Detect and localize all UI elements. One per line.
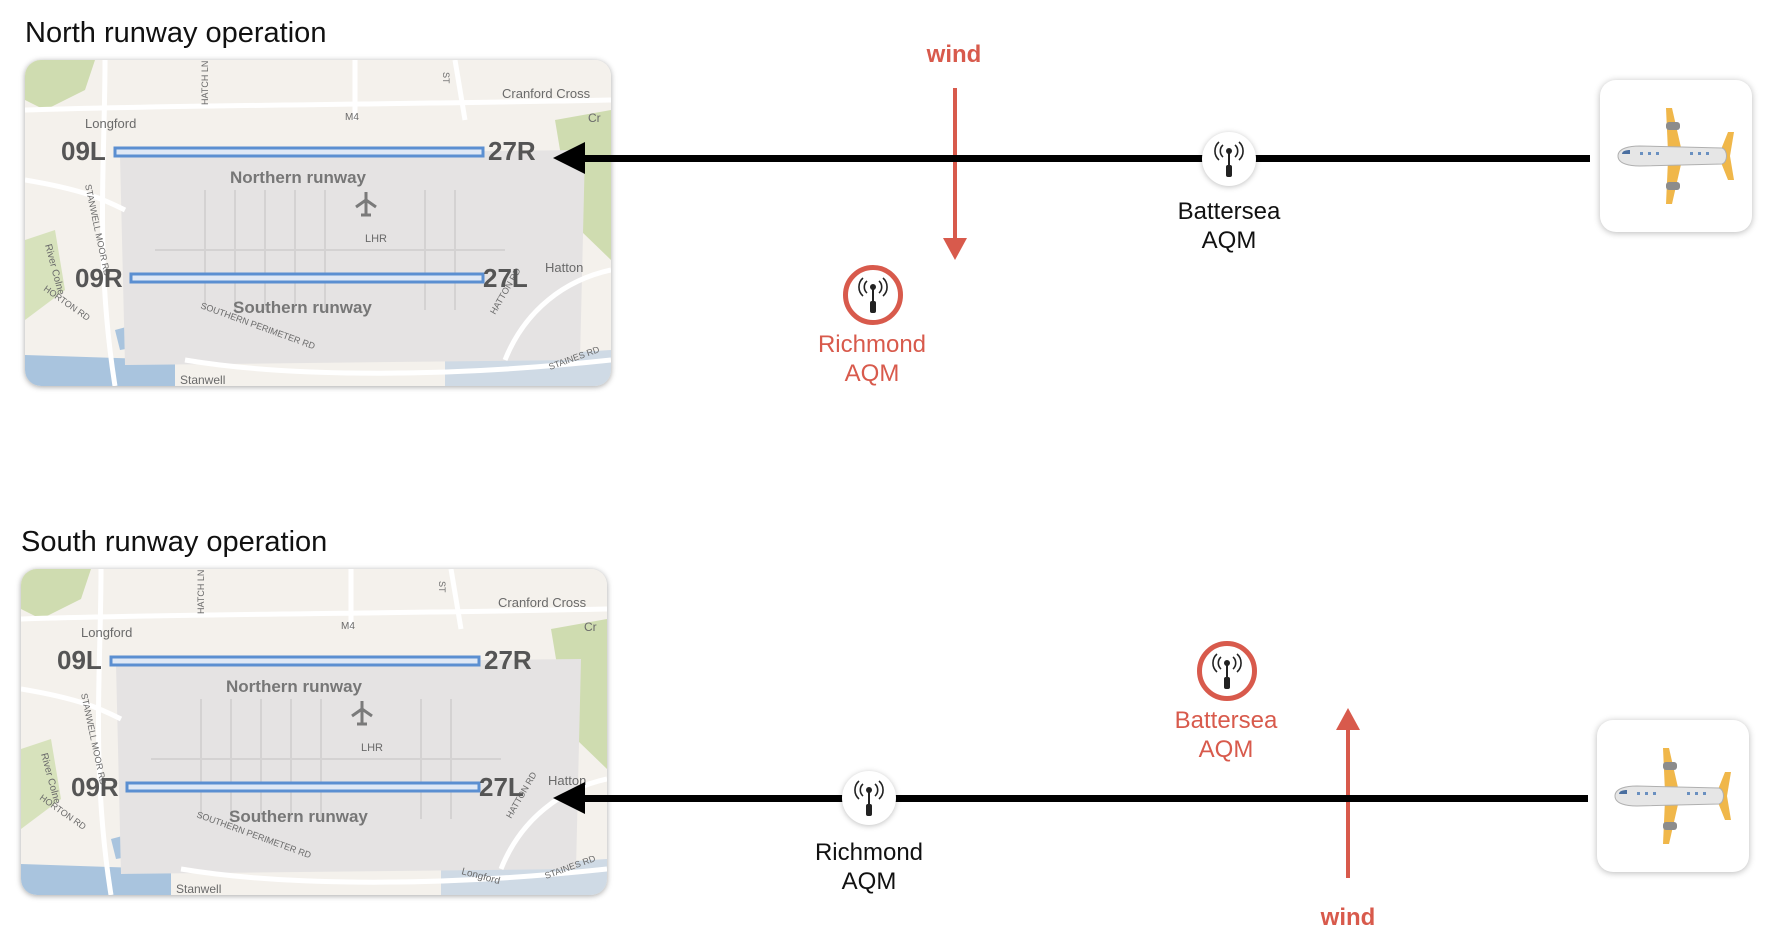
flight-path-arrow-icon <box>553 142 585 174</box>
svg-text:Southern runway: Southern runway <box>233 298 372 317</box>
panel-title: South runway operation <box>21 526 328 558</box>
battersea-aqm-sensor <box>1202 132 1256 186</box>
svg-text:Cr: Cr <box>584 620 597 634</box>
panel-title: North runway operation <box>25 17 327 49</box>
air-quality-monitor-icon <box>858 277 888 313</box>
wind-arrow-head-icon <box>943 238 967 260</box>
battersea-aqm-label: Battersea AQM <box>1174 707 1278 763</box>
svg-text:Cr: Cr <box>588 111 601 125</box>
air-quality-monitor-icon <box>1214 141 1244 177</box>
plane-card <box>1600 80 1752 232</box>
svg-text:09L: 09L <box>57 645 102 675</box>
richmond-aqm-sensor <box>842 771 896 825</box>
battersea-aqm-label: Battersea AQM <box>1177 198 1281 254</box>
svg-text:Longford: Longford <box>85 116 136 131</box>
svg-text:27L: 27L <box>483 263 528 293</box>
svg-text:HATCH LN: HATCH LN <box>196 570 206 614</box>
battersea-aqm-sensor <box>1197 641 1257 701</box>
flight-path-arrow-icon <box>553 782 585 814</box>
map-graphic: Longford Cranford Cross Hatton Stanwell … <box>25 60 611 386</box>
flight-path-line <box>585 155 1590 162</box>
svg-text:Cranford Cross: Cranford Cross <box>498 595 587 610</box>
svg-text:M4: M4 <box>345 112 359 123</box>
svg-text:Stanwell: Stanwell <box>180 373 225 386</box>
wind-label: wind <box>1320 904 1376 931</box>
airport-plane-icon <box>355 192 377 217</box>
flight-path-line <box>585 795 1588 802</box>
svg-text:Stanwell: Stanwell <box>176 882 221 895</box>
northern-runway-strip <box>113 146 485 158</box>
svg-text:Cranford Cross: Cranford Cross <box>502 86 591 101</box>
north-runway-panel: North runway operation <box>25 17 1752 387</box>
air-quality-monitor-icon <box>854 780 884 816</box>
svg-text:ST: ST <box>437 581 447 593</box>
southern-runway-strip <box>129 272 485 284</box>
svg-text:27L: 27L <box>479 772 524 802</box>
svg-text:09L: 09L <box>61 136 106 166</box>
map-graphic: Longford Cranford Cross Hatton Stanwell … <box>21 569 607 895</box>
svg-text:Northern runway: Northern runway <box>226 677 363 696</box>
svg-text:27R: 27R <box>488 136 536 166</box>
svg-text:Hatton: Hatton <box>545 260 583 275</box>
svg-text:HATCH LN: HATCH LN <box>200 61 210 105</box>
air-quality-monitor-icon <box>1212 653 1242 689</box>
svg-text:M4: M4 <box>341 621 355 632</box>
richmond-aqm-sensor <box>843 265 903 325</box>
richmond-aqm-label: Richmond AQM <box>817 331 927 387</box>
wind-label: wind <box>926 41 982 68</box>
wind-arrow-icon <box>1346 728 1350 878</box>
svg-text:09R: 09R <box>71 772 119 802</box>
southern-runway-strip <box>125 781 481 793</box>
south-runway-panel: South runway operation <box>0 474 1786 948</box>
heathrow-map: Longford Cranford Cross Hatton Stanwell … <box>25 60 611 386</box>
svg-text:09R: 09R <box>75 263 123 293</box>
airplane-icon <box>1617 108 1734 204</box>
plane-card <box>1597 720 1749 872</box>
svg-text:Southern runway: Southern runway <box>229 807 368 826</box>
airplane-icon <box>1614 748 1731 844</box>
wind-arrow-icon <box>953 88 957 238</box>
svg-text:LHR: LHR <box>365 233 387 245</box>
svg-text:ST: ST <box>441 72 451 84</box>
heathrow-map: Longford Cranford Cross Hatton Stanwell … <box>21 569 607 895</box>
svg-text:Northern runway: Northern runway <box>230 168 367 187</box>
northern-runway-strip <box>109 655 481 667</box>
richmond-aqm-label: Richmond AQM <box>814 839 924 895</box>
svg-text:LHR: LHR <box>361 742 383 754</box>
wind-arrow-head-icon <box>1336 708 1360 730</box>
airport-plane-icon <box>351 701 373 726</box>
svg-text:27R: 27R <box>484 645 532 675</box>
svg-text:Longford: Longford <box>81 625 132 640</box>
